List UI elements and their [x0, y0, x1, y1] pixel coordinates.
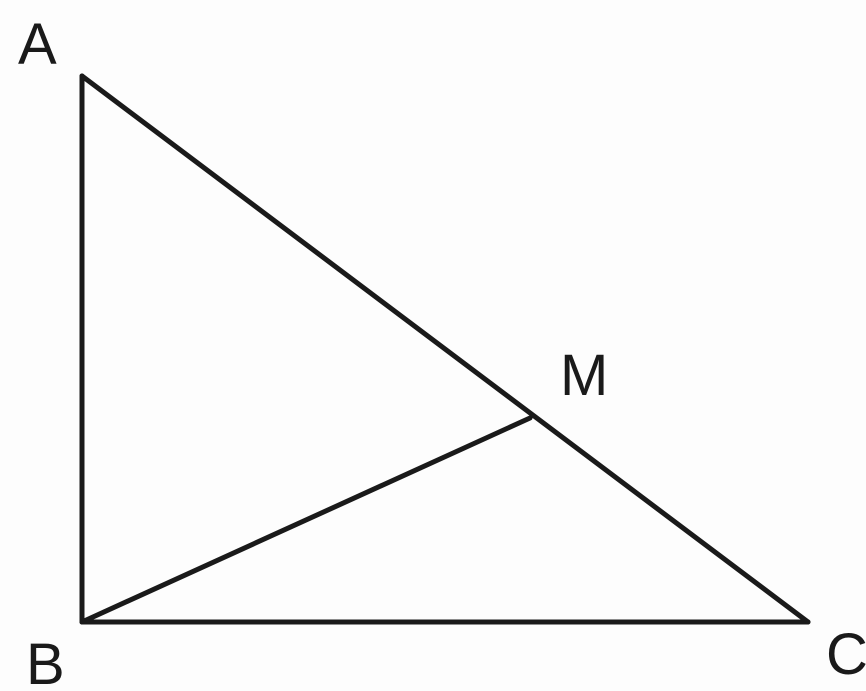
label-c: C: [826, 622, 866, 687]
label-b: B: [26, 632, 65, 691]
label-a: A: [18, 12, 57, 77]
label-m: M: [560, 343, 608, 408]
segment-bm: [79, 415, 533, 625]
segment-ac: [79, 73, 811, 625]
